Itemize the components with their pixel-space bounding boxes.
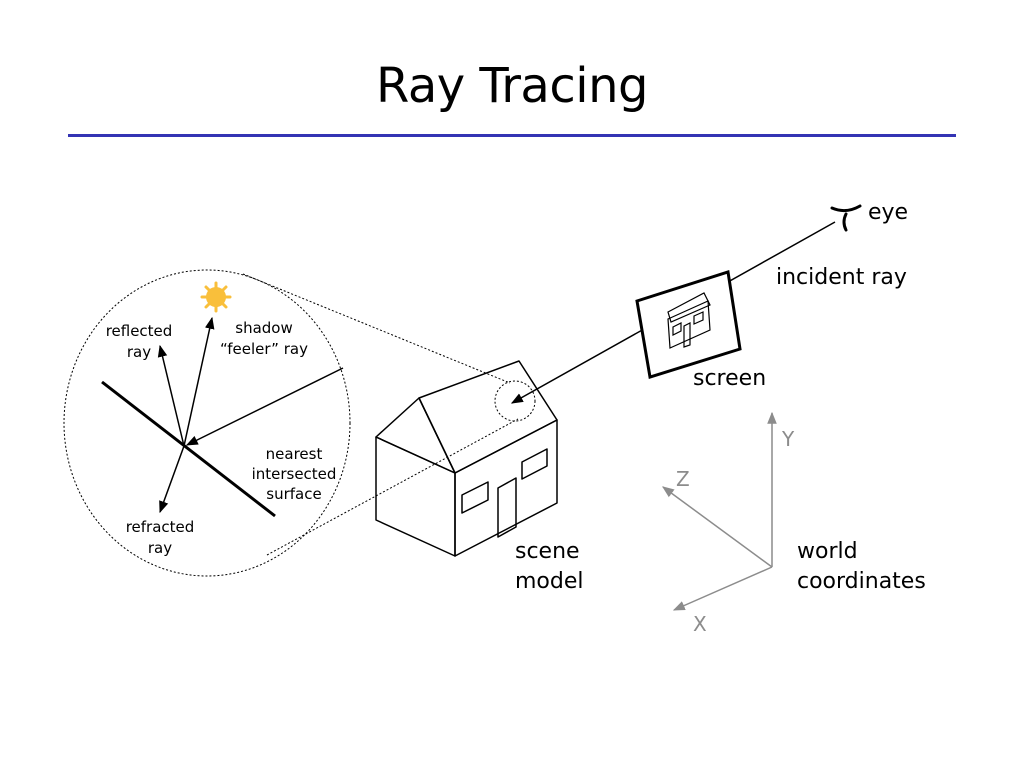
scene-model-label-1: scene	[515, 539, 580, 564]
shadow-feeler-ray-arrow	[183, 316, 215, 447]
world-coords-label-1: world	[797, 539, 858, 564]
house-window-right	[521, 448, 548, 480]
eye-label: eye	[868, 200, 908, 225]
zoom-detail	[101, 281, 344, 518]
world-coords-label-2: coordinates	[797, 569, 926, 594]
reflected-ray-label-1: reflected	[106, 322, 173, 340]
world-axes: Y Z X	[662, 411, 795, 636]
shadow-ray-label-2: “feeler” ray	[220, 340, 308, 358]
zoom-callout	[63, 269, 536, 577]
z-axis	[662, 486, 773, 568]
slide-title: Ray Tracing	[376, 58, 648, 114]
surface-label-1: nearest	[266, 445, 323, 463]
eye-icon	[830, 204, 862, 232]
surface-label-3: surface	[266, 485, 321, 503]
zoom-source-circle	[494, 380, 536, 422]
house-window-left	[461, 481, 489, 514]
refracted-ray-arrow	[159, 445, 185, 514]
incident-ray-zoomed	[185, 367, 344, 446]
x-axis-label: X	[693, 612, 707, 636]
refracted-ray-label-1: refracted	[126, 518, 195, 536]
x-axis	[672, 566, 773, 611]
refracted-ray-label-2: ray	[148, 539, 172, 557]
z-axis-label: Z	[676, 467, 690, 491]
house-scene-model	[375, 360, 558, 557]
light-source-icon	[200, 281, 232, 313]
intersected-surface	[101, 380, 276, 518]
scene-model-label-2: model	[515, 569, 584, 594]
surface-label-2: intersected	[252, 465, 337, 483]
house-door	[497, 477, 517, 538]
title-rule	[68, 134, 956, 137]
shadow-ray-label-1: shadow	[235, 319, 292, 337]
zoom-connector-top	[242, 273, 511, 384]
y-axis-label: Y	[781, 427, 795, 451]
screen-label: screen	[693, 366, 766, 391]
zoom-circle	[63, 269, 351, 577]
zoom-connector-bottom	[266, 418, 519, 556]
reflected-ray-arrow	[157, 344, 185, 447]
screen-panel	[635, 270, 742, 379]
reflected-ray-label-2: ray	[127, 343, 151, 361]
incident-ray-label: incident ray	[776, 265, 907, 290]
